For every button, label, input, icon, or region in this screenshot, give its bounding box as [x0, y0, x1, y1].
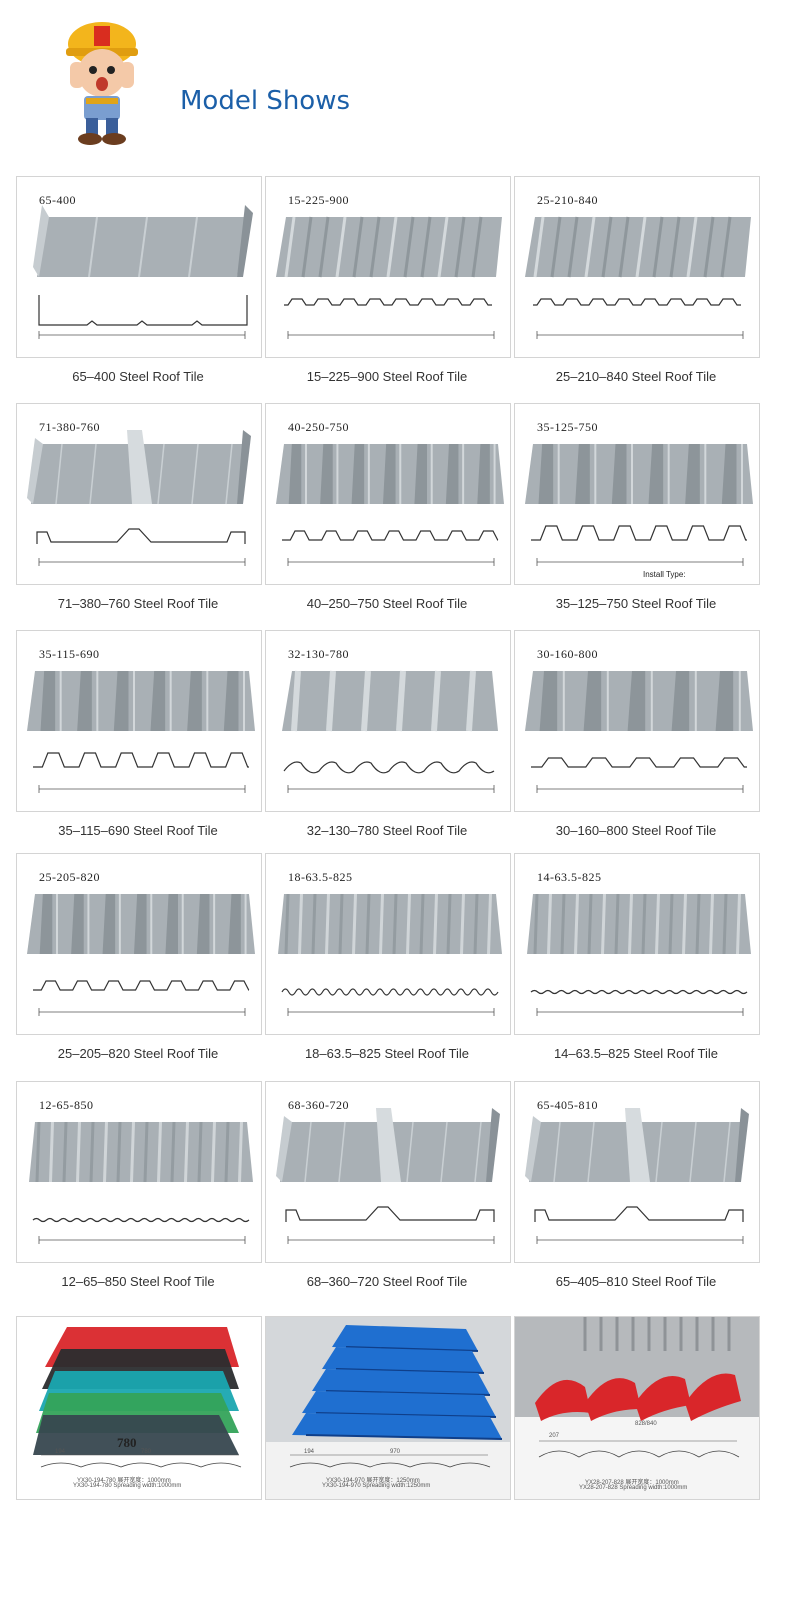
model-code: 15-225-900 — [288, 193, 349, 207]
install-type-label: Install Type: — [643, 570, 686, 579]
roof-sheet-illustration — [525, 671, 753, 793]
model-code: 12-65-850 — [39, 1098, 94, 1112]
dimension-value: 194 — [304, 1449, 315, 1455]
product-caption: 12–65–850 Steel Roof Tile — [61, 1274, 215, 1289]
roof-sheet-illustration — [525, 1108, 749, 1244]
tile-photo-illustration — [17, 1317, 261, 1499]
product-caption: 71–380–760 Steel Roof Tile — [57, 596, 219, 611]
product-caption: 30–160–800 Steel Roof Tile — [555, 823, 717, 838]
product-caption: 40–250–750 Steel Roof Tile — [306, 596, 468, 611]
dimension-value: 828/840 — [635, 1421, 657, 1427]
product-card: 68-360-720 — [265, 1081, 511, 1263]
roof-sheet-illustration — [276, 1108, 500, 1244]
tile-photo-illustration — [515, 1317, 759, 1499]
spec-line: YX28-207-828 展开宽度：1000mm — [585, 1480, 679, 1486]
model-code: 25-210-840 — [537, 193, 598, 207]
product-caption: 65–400 Steel Roof Tile — [72, 369, 204, 384]
page-title: Model Shows — [180, 86, 351, 116]
product-caption: 35–125–750 Steel Roof Tile — [555, 596, 717, 611]
roof-sheet-illustration — [525, 444, 753, 566]
model-code: 68-360-720 — [288, 1098, 349, 1112]
roof-sheet-illustration — [276, 216, 502, 339]
roof-sheet-illustration — [27, 671, 255, 793]
product-caption: 14–63.5–825 Steel Roof Tile — [553, 1046, 719, 1061]
model-code: 14-63.5-825 — [537, 870, 602, 884]
product-caption: 25–205–820 Steel Roof Tile — [57, 1046, 219, 1061]
product-card: 65-400 — [16, 176, 262, 358]
spec-line: YX30-194-780 展开宽度：1000mm — [77, 1478, 171, 1484]
product-card: 12-65-850 — [16, 1081, 262, 1263]
roof-sheet-illustration — [27, 894, 255, 1016]
product-card: 40-250-750 — [265, 403, 511, 585]
dimension-value: 780 — [141, 1449, 152, 1455]
spec-line: YX28-207-828 Spreading width:1000mm — [579, 1485, 688, 1491]
model-code: 65-400 — [39, 193, 76, 207]
model-code: 65-405-810 — [537, 1098, 598, 1112]
roof-sheet-illustration — [527, 893, 751, 1016]
product-card: 35-115-690 — [16, 630, 262, 812]
product-card: 30-160-800 — [514, 630, 760, 812]
model-code: 25-205-820 — [39, 870, 100, 884]
roof-sheet-illustration — [27, 430, 251, 566]
dimension-value: 970 — [390, 1449, 401, 1455]
roof-sheet-illustration — [282, 670, 498, 793]
product-card: 25-210-840 — [514, 176, 760, 358]
product-card: 32-130-780 — [265, 630, 511, 812]
spec-line: YX30-194-780 Spreading width:1000mm — [73, 1483, 182, 1489]
model-code: 71-380-760 — [39, 420, 100, 434]
spec-line: YX30-194-970 展开宽度：1250mm — [326, 1478, 420, 1484]
product-card: 14-63.5-825 — [514, 853, 760, 1035]
product-caption: 65–405–810 Steel Roof Tile — [555, 1274, 717, 1289]
roof-sheet-illustration — [29, 1121, 253, 1244]
product-caption: 15–225–900 Steel Roof Tile — [306, 369, 468, 384]
roof-sheet-illustration — [276, 444, 504, 566]
dimension-value: 194 — [55, 1449, 66, 1455]
product-caption: 68–360–720 Steel Roof Tile — [306, 1274, 468, 1289]
product-card: 71-380-760 — [16, 403, 262, 585]
tile-photo-illustration — [266, 1317, 510, 1499]
product-card: 18-63.5-825 — [265, 853, 511, 1035]
dimension-value: 207 — [549, 1433, 560, 1439]
product-caption: 35–115–690 Steel Roof Tile — [58, 823, 218, 838]
model-code: 35-125-750 — [537, 420, 598, 434]
product-card: 65-405-810 — [514, 1081, 760, 1263]
product-caption: 25–210–840 Steel Roof Tile — [555, 369, 717, 384]
product-caption: 32–130–780 Steel Roof Tile — [306, 823, 468, 838]
model-code: 32-130-780 — [288, 647, 349, 661]
product-caption: 18–63.5–825 Steel Roof Tile — [304, 1046, 470, 1061]
profile-label: 780 — [117, 1435, 137, 1450]
construction-worker-mascot — [52, 18, 152, 148]
model-code: 30-160-800 — [537, 647, 598, 661]
product-card: 15-225-900 — [265, 176, 511, 358]
model-code: 40-250-750 — [288, 420, 349, 434]
model-code: 35-115-690 — [39, 647, 100, 661]
model-code: 18-63.5-825 — [288, 870, 353, 884]
roof-sheet-illustration — [33, 205, 253, 339]
spec-line: YX30-194-970 Spreading width:1250mm — [322, 1483, 431, 1489]
product-card: 25-205-820 — [16, 853, 262, 1035]
roof-sheet-illustration — [278, 893, 502, 1016]
roof-sheet-illustration — [525, 216, 751, 339]
